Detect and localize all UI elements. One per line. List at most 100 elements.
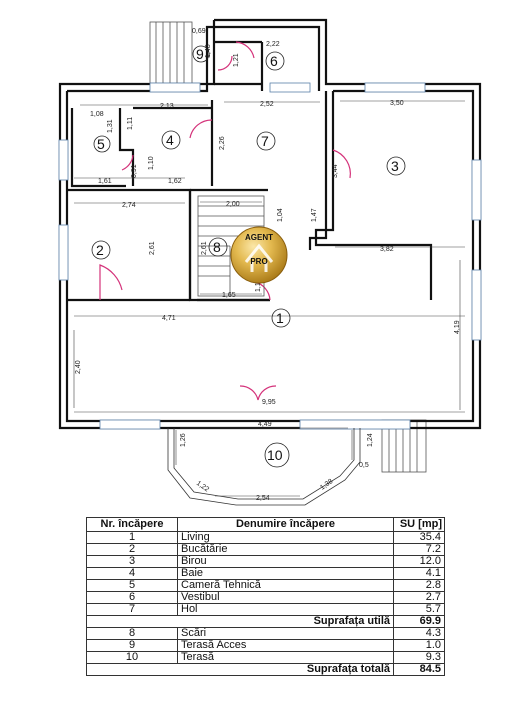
dim-label: 1,22 [195,480,210,494]
cell-name: Scări [177,627,394,640]
cell-name: Vestibul [177,591,394,604]
dim-label: 2,61 [149,241,156,255]
cell-su: 5.7 [393,603,445,616]
dim-label: 2,00 [226,201,240,208]
svg-text:6: 6 [270,53,278,69]
agent-pro-watermark: AGENT PRO [230,226,288,284]
svg-text:2: 2 [96,242,104,258]
cell-su: 4.3 [393,627,445,640]
cell-nr: 6 [86,591,178,604]
room-markers: 1 2 3 4 5 6 7 8 9 10 [91,45,406,468]
dim-label: 1,21 [233,53,240,67]
terrace-10 [167,428,361,506]
cell-su: 35.4 [393,531,445,544]
dim-label: 2,22 [266,41,280,48]
dim-label: 1,04 [277,208,284,222]
useful-area-label: Suprafața utilă [86,615,394,628]
dim-label: 4,49 [258,421,272,428]
cell-su: 9.3 [393,651,445,664]
room-marker-8: 8 [208,237,228,257]
cell-name: Bucătărie [177,543,394,556]
cell-su: 2.7 [393,591,445,604]
dim-label: 2,26 [219,136,226,150]
cell-su: 7.2 [393,543,445,556]
cell-name: Terasă [177,651,394,664]
cell-name: Living [177,531,394,544]
useful-area-value: 69.9 [393,615,445,628]
interior-staircase [197,195,265,297]
svg-text:PRO: PRO [250,257,267,266]
rooms-table: Nr. încăpere Denumire încăpere SU [mp] 1… [86,517,445,676]
total-area-value: 84.5 [393,663,445,676]
room-marker-3: 3 [386,156,406,176]
room-marker-5: 5 [93,135,111,153]
room-marker-6: 6 [265,51,285,71]
dim-label: 2,54 [256,495,270,502]
svg-text:9: 9 [196,46,204,62]
svg-text:5: 5 [97,136,105,152]
dim-label: 1,08 [90,111,104,118]
svg-text:3: 3 [391,158,399,174]
header-name: Denumire încăpere [177,517,394,532]
cell-nr: 3 [86,555,178,568]
dim-label: 2,61 [201,241,208,255]
dim-label: 2,13 [160,103,174,110]
cell-name: Baie [177,567,394,580]
dim-label: 1,38 [319,478,334,492]
dim-label: 1,65 [222,292,236,299]
header-su: SU [mp] [393,517,445,532]
dim-label: 1,47 [311,208,318,222]
floor-plan: 0,69 2,22 1,48 1,21 1,08 2,13 2,52 3,50 … [58,18,482,506]
dim-label: 4,19 [454,320,461,334]
dim-label: 1,62 [168,178,182,185]
dimension-lines [73,100,465,497]
room-marker-7: 7 [256,131,276,151]
cell-su: 12.0 [393,555,445,568]
cell-nr: 7 [86,603,178,616]
cell-name: Cameră Tehnică [177,579,394,592]
dim-label: 0,91 [131,164,138,178]
dim-label: 3,82 [380,246,394,253]
interior-walls [67,91,433,302]
cell-nr: 2 [86,543,178,556]
cell-nr: 9 [86,639,178,652]
dim-label: 3,50 [390,100,404,107]
dim-label: 1,31 [107,119,114,133]
room-marker-10: 10 [264,442,290,468]
outer-walls [58,18,482,430]
cell-su: 4.1 [393,567,445,580]
dim-label: 0,69 [192,28,206,35]
cell-name: Hol [177,603,394,616]
room-marker-1: 1 [271,308,291,328]
dim-label: 2,40 [75,360,82,374]
cell-nr: 4 [86,567,178,580]
room-marker-4: 4 [161,130,181,150]
cell-name: Terasă Acces [177,639,394,652]
cell-name: Birou [177,555,394,568]
cell-nr: 5 [86,579,178,592]
svg-text:10: 10 [267,447,283,463]
cell-nr: 10 [86,651,178,664]
cell-nr: 8 [86,627,178,640]
dim-label: 1,26 [180,433,187,447]
dim-label: 3,44 [332,164,339,178]
dim-label: 2,74 [122,202,136,209]
dim-label: 1,11 [127,117,134,130]
svg-text:7: 7 [261,133,269,149]
svg-text:AGENT: AGENT [245,233,273,242]
dim-label: 1,61 [98,178,112,185]
windows [58,82,482,430]
dim-label: 1,10 [148,156,155,170]
svg-text:1: 1 [276,310,284,326]
dim-label: 4,71 [162,315,176,322]
room-marker-9: 9 [192,45,210,63]
